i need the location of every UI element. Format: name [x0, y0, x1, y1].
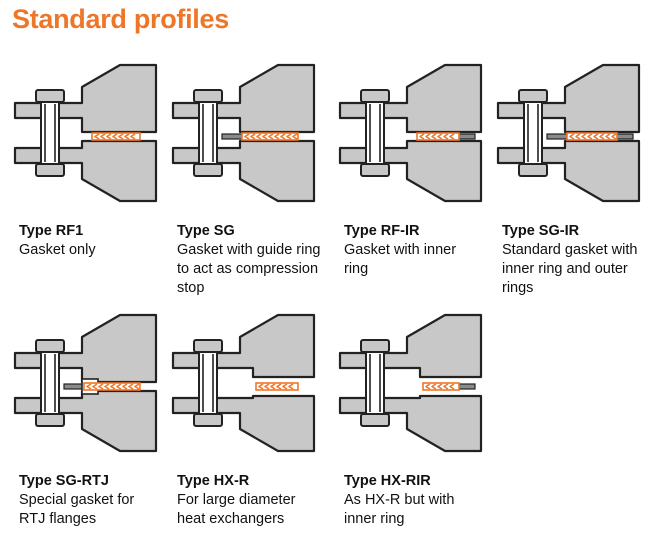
spiral-wound-element	[241, 132, 299, 141]
top-nut	[360, 339, 390, 353]
profile-type-name: Type SG-IR	[502, 223, 580, 239]
profile-description-line: inner ring and outer rings	[502, 261, 628, 296]
profile-type-name: Type RF-IR	[344, 223, 420, 239]
top-nut	[360, 89, 390, 103]
profile-description-line: Special gasket for	[19, 492, 135, 508]
bottom-nut	[518, 163, 548, 177]
bolt-shank	[365, 341, 385, 425]
profile-description-line: stop	[177, 280, 205, 296]
top-nut	[35, 339, 65, 353]
spiral-wound-element	[91, 132, 141, 141]
profile-type-name: Type SG-RTJ	[19, 473, 109, 489]
bolt-shank	[523, 91, 543, 175]
flange-section-diagram	[496, 63, 641, 203]
bolt-shank	[40, 341, 60, 425]
top-nut	[193, 89, 223, 103]
profile-caption: Type HX-RIR As HX-R but with inner ring	[344, 472, 504, 529]
profile-type-name: Type SG	[177, 223, 235, 239]
profile-description-line: heat exchangers	[177, 511, 285, 527]
spiral-wound-element	[416, 132, 460, 141]
bolt-assembly	[360, 339, 390, 427]
bottom-nut	[193, 413, 223, 427]
bottom-nut	[360, 163, 390, 177]
profile-description-line: For large diameter	[177, 492, 296, 508]
profile-type-name: Type HX-R	[177, 473, 250, 489]
bolt-assembly	[35, 339, 65, 427]
spiral-wound-element	[83, 382, 141, 391]
flange-section-diagram	[13, 63, 158, 203]
flange-section-diagram	[171, 63, 316, 203]
profile-description-line: inner ring	[344, 511, 405, 527]
inner-ring	[458, 383, 476, 390]
bolt-assembly	[518, 89, 548, 177]
profile-description-line: Gasket with guide ring	[177, 242, 321, 258]
bottom-nut	[35, 413, 65, 427]
profile-caption: Type HX-R For large diameter heat exchange…	[177, 472, 337, 529]
bolt-shank	[40, 91, 60, 175]
profile-description-line: RTJ flanges	[19, 511, 97, 527]
bolt-shank	[198, 91, 218, 175]
profile-caption: Type SG-IR Standard gasket with inner ring…	[502, 222, 662, 298]
profile-caption: Type SG Gasket with guide ring to act as c…	[177, 222, 337, 298]
profile-description-line: Gasket with inner	[344, 242, 457, 258]
profile-caption: Type RF-IR Gasket with inner ring	[344, 222, 504, 279]
spiral-wound-element	[566, 132, 618, 141]
bottom-nut	[193, 163, 223, 177]
profile-description-line: Gasket only	[19, 242, 96, 258]
top-nut	[518, 89, 548, 103]
flange-section-diagram	[13, 313, 158, 453]
profile-description-line: to act as compression	[177, 261, 319, 277]
page-title: Standard profiles	[12, 4, 229, 34]
top-nut	[193, 339, 223, 353]
bottom-nut	[360, 413, 390, 427]
profile-description-line: Standard gasket with	[502, 242, 638, 258]
spiral-wound-element	[255, 382, 299, 391]
profile-description-line: As HX-R but with	[344, 492, 455, 508]
profile-description-line: ring	[344, 261, 369, 277]
spiral-wound-element	[422, 382, 460, 391]
bottom-nut	[35, 163, 65, 177]
flange-section-diagram	[338, 63, 483, 203]
flange-section-diagram	[338, 313, 483, 453]
bolt-assembly	[35, 89, 65, 177]
bolt-shank	[198, 341, 218, 425]
bolt-assembly	[193, 339, 223, 427]
bolt-assembly	[360, 89, 390, 177]
inner-ring	[458, 133, 476, 140]
bolt-shank	[365, 91, 385, 175]
profile-type-name: Type HX-RIR	[344, 473, 431, 489]
inner-ring	[616, 133, 634, 140]
bolt-assembly	[193, 89, 223, 177]
top-nut	[35, 89, 65, 103]
flange-section-diagram	[171, 313, 316, 453]
profile-type-name: Type RF1	[19, 223, 84, 239]
